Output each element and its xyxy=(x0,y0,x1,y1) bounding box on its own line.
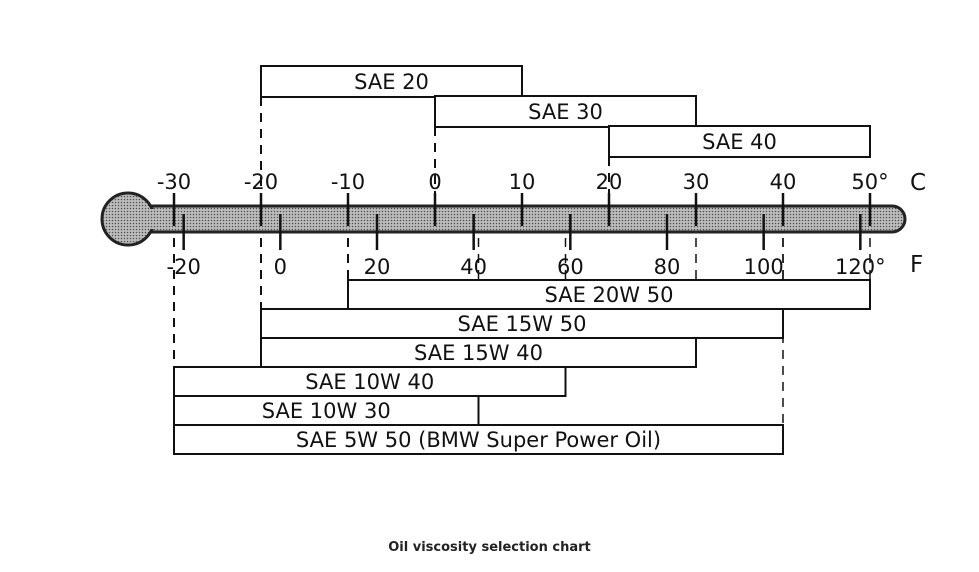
celsius-tick-label: 30 xyxy=(683,170,710,194)
upper-grade-label: SAE 20 xyxy=(354,70,429,94)
lower-grade-label: SAE 10W 40 xyxy=(305,370,434,394)
fahrenheit-tick-label: 0 xyxy=(274,255,287,279)
lower-grade-bar xyxy=(260,337,697,368)
lower-grade-label: SAE 10W 30 xyxy=(262,399,391,423)
fahrenheit-tick-label: 100 xyxy=(744,255,784,279)
fahrenheit-tick-label: 120° xyxy=(835,255,886,279)
chart-caption: Oil viscosity selection chart xyxy=(388,540,591,555)
celsius-tick-label: -10 xyxy=(331,170,365,194)
lower-grade-bar xyxy=(173,395,480,426)
oil-viscosity-chart: -30 -20 -10 0 10 20 30 40 50° -20 0 20 40 60 80 100 120°… xyxy=(100,65,926,455)
upper-grade-bar xyxy=(434,95,697,128)
upper-grade-label: SAE 40 xyxy=(702,130,777,154)
celsius-tick-label: 0 xyxy=(428,170,441,194)
fahrenheit-unit-label: F xyxy=(910,252,923,278)
fahrenheit-tick-label: 80 xyxy=(654,255,681,279)
upper-grade-bar xyxy=(260,65,523,98)
lower-grade-label: SAE 5W 50 (BMW Super Power Oil) xyxy=(296,428,661,452)
lower-grade-label: SAE 15W 50 xyxy=(458,312,587,336)
celsius-tick-label: -20 xyxy=(244,170,278,194)
lower-grade-bar xyxy=(347,279,871,310)
celsius-tick-label: 40 xyxy=(770,170,797,194)
celsius-tick-label: 50° xyxy=(851,170,888,194)
celsius-tick-label: -30 xyxy=(157,170,191,194)
upper-grade-label: SAE 30 xyxy=(528,100,603,124)
lower-grade-label: SAE 20W 50 xyxy=(545,283,674,307)
fahrenheit-tick-label: -20 xyxy=(167,255,201,279)
celsius-tick-label: 10 xyxy=(509,170,536,194)
fahrenheit-tick-label: 20 xyxy=(364,255,391,279)
thermometer-tube xyxy=(118,204,907,234)
lower-grade-bar xyxy=(173,424,784,455)
lower-grade-bar xyxy=(173,366,567,397)
celsius-tick-label: 20 xyxy=(596,170,623,194)
thermometer-scale xyxy=(100,191,907,247)
celsius-unit-label: C xyxy=(910,170,926,196)
fahrenheit-tick-label: 40 xyxy=(460,255,487,279)
fahrenheit-tick-label: 60 xyxy=(557,255,584,279)
upper-grade-bar xyxy=(608,125,871,158)
lower-grade-label: SAE 15W 40 xyxy=(414,341,543,365)
